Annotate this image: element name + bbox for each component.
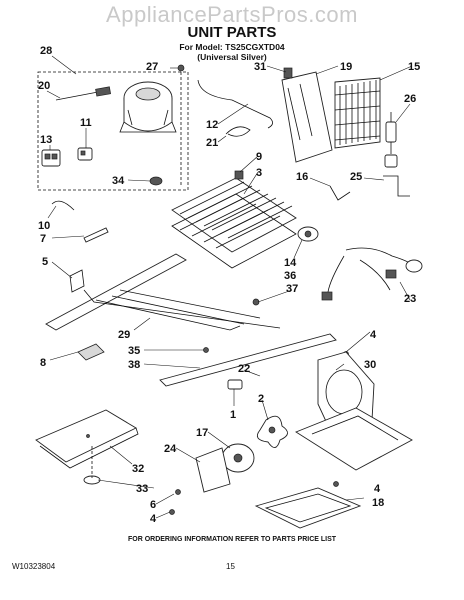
suction-line[interactable]	[197, 79, 273, 129]
callout-2: 2	[258, 393, 264, 405]
compressor[interactable]	[119, 81, 177, 133]
callout-17: 17	[196, 427, 208, 439]
callout-24: 24	[164, 443, 177, 455]
base-rail-assembly[interactable]	[45, 253, 337, 387]
thermistor[interactable]	[83, 227, 109, 243]
callout-18: 18	[372, 497, 384, 509]
evaporator[interactable]	[171, 177, 297, 269]
callout-numbers: 28 27 31 19 15 20 11 12 21 26 13 9 3 34 …	[38, 45, 420, 525]
callout-1: 1	[230, 409, 236, 421]
callout-28: 28	[40, 45, 52, 57]
screw-4c[interactable]	[333, 481, 339, 487]
defrost-thermostat[interactable]	[297, 226, 319, 242]
wire-harness[interactable]	[321, 247, 423, 301]
callout-34: 34	[112, 175, 125, 187]
callout-25: 25	[350, 171, 362, 183]
watermark: AppliancePartsPros.com	[106, 2, 358, 27]
callout-11: 11	[80, 117, 92, 129]
grommet[interactable]	[149, 176, 163, 186]
callout-12: 12	[206, 119, 218, 131]
page-number: 15	[226, 562, 235, 571]
variant-line: (Universal Silver)	[197, 52, 267, 62]
relay-cover[interactable]	[41, 149, 61, 167]
callout-23: 23	[404, 293, 416, 305]
callout-16: 16	[296, 171, 308, 183]
tube-connector[interactable]	[227, 379, 243, 390]
bolt-27[interactable]	[177, 64, 185, 186]
callout-4-bottom: 4	[150, 513, 157, 525]
callout-19: 19	[340, 61, 352, 73]
drain-pan[interactable]	[254, 487, 362, 529]
callout-29: 29	[118, 329, 130, 341]
callout-6: 6	[150, 499, 156, 511]
insulation-pad[interactable]	[35, 409, 139, 469]
callout-13: 13	[40, 134, 52, 146]
compressor-group-box	[37, 71, 189, 191]
page-title: UNIT PARTS	[187, 24, 277, 41]
callout-20: 20	[38, 80, 50, 92]
callout-4-top: 4	[370, 329, 377, 341]
callout-35: 35	[128, 345, 140, 357]
document-number: W10323804	[12, 562, 56, 571]
cable-tie[interactable]	[51, 200, 75, 211]
callout-30: 30	[364, 359, 376, 371]
callout-8: 8	[40, 357, 46, 369]
shroud-bracket[interactable]	[283, 67, 293, 79]
callout-21: 21	[206, 137, 218, 149]
capillary-tube[interactable]	[383, 175, 410, 197]
callout-26: 26	[404, 93, 416, 105]
callout-5: 5	[42, 256, 48, 268]
condenser-shroud[interactable]	[281, 71, 333, 163]
model-line: For Model: TS25CGXTD04	[179, 42, 285, 52]
drain-tube[interactable]	[329, 185, 351, 201]
callout-7: 7	[40, 233, 46, 245]
base-rail-front[interactable]	[95, 295, 245, 331]
start-relay[interactable]	[55, 86, 111, 101]
callout-3: 3	[256, 167, 262, 179]
overload-protector[interactable]	[77, 147, 93, 161]
callout-38: 38	[128, 359, 140, 371]
callout-4-right: 4	[374, 483, 381, 495]
screw-4b[interactable]	[169, 509, 175, 515]
callout-37: 37	[286, 283, 298, 295]
callout-31: 31	[254, 61, 266, 73]
ordering-note: FOR ORDERING INFORMATION REFER TO PARTS …	[127, 536, 337, 543]
thermistor-clip[interactable]	[234, 170, 244, 180]
motor-bracket[interactable]	[195, 447, 231, 493]
callout-32: 32	[132, 463, 144, 475]
callout-14: 14	[284, 257, 297, 269]
condenser[interactable]	[334, 77, 381, 149]
callout-27: 27	[146, 61, 158, 73]
leader-lines	[46, 55, 413, 519]
condenser-fan-housing[interactable]	[295, 351, 413, 471]
foam-pad[interactable]	[77, 343, 105, 361]
tubing-coil[interactable]	[225, 126, 251, 137]
callout-22: 22	[238, 363, 250, 375]
filter-drier[interactable]	[384, 112, 398, 168]
fan-blade[interactable]	[256, 415, 288, 448]
callout-36: 36	[284, 270, 296, 282]
screw-37[interactable]	[252, 298, 260, 306]
callout-33: 33	[136, 483, 148, 495]
screw-35[interactable]	[203, 347, 209, 353]
callout-15: 15	[408, 61, 420, 73]
callout-10: 10	[38, 220, 50, 232]
screw-6[interactable]	[175, 489, 181, 495]
callout-9: 9	[256, 151, 262, 163]
